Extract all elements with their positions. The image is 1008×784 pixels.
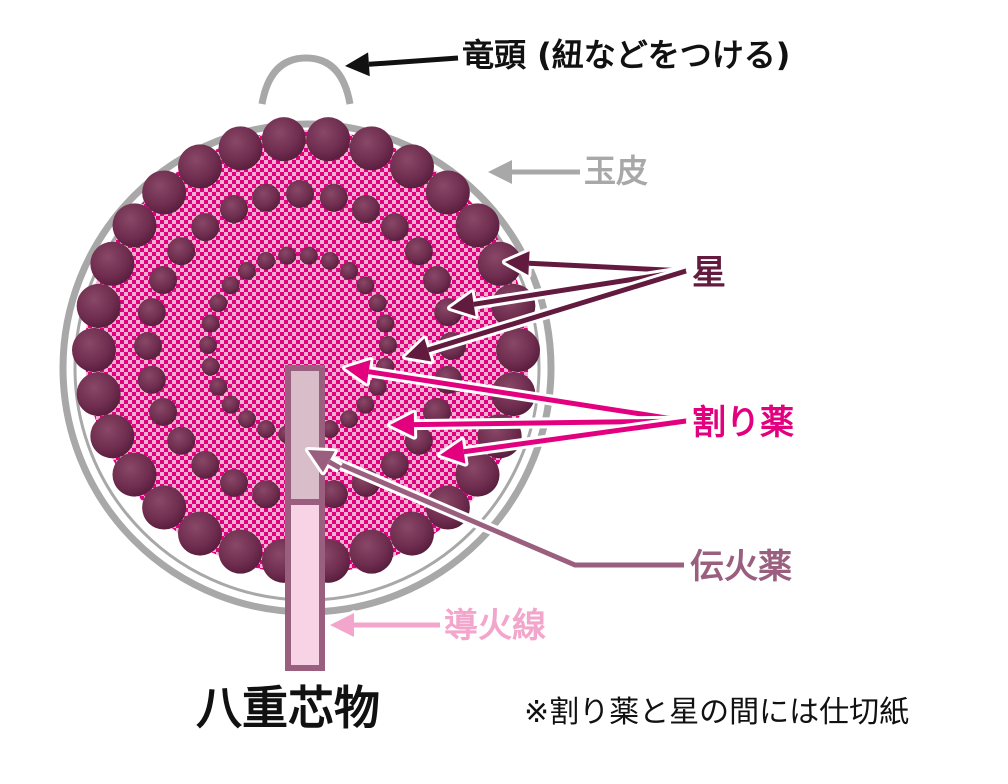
star-inner — [199, 336, 217, 354]
star-middle — [380, 450, 409, 479]
star-inner — [221, 395, 240, 414]
diagram-title: 八重芯物 — [196, 681, 380, 735]
star-outer — [178, 144, 222, 189]
transfer-charge-core — [285, 365, 325, 505]
star-outer — [261, 117, 306, 162]
star-inner — [379, 336, 397, 354]
star-inner — [320, 420, 339, 439]
arrow-warigusuri-1 — [342, 356, 687, 427]
label-warigusuri: 割り薬 — [692, 403, 794, 443]
star-middle — [319, 183, 348, 212]
star-middle — [252, 183, 281, 212]
star-middle — [167, 237, 196, 266]
star-inner — [376, 314, 395, 333]
star-middle — [220, 195, 249, 224]
star-inner — [340, 261, 359, 280]
star-outer — [390, 144, 434, 189]
star-middle — [286, 180, 314, 208]
star-middle — [149, 397, 178, 426]
star-outer — [349, 529, 394, 574]
star-middle — [319, 480, 348, 509]
star-outer — [349, 126, 394, 171]
star-outer — [76, 372, 121, 417]
star-middle — [149, 266, 178, 295]
star-inner — [278, 246, 297, 265]
star-outer — [218, 529, 263, 574]
star-middle — [167, 426, 196, 455]
star-outer — [90, 414, 135, 459]
star-inner — [209, 294, 228, 313]
star-outer — [142, 170, 187, 215]
star-outer — [477, 241, 522, 286]
star-inner — [237, 410, 256, 429]
star-inner — [299, 246, 318, 265]
star-inner — [237, 261, 256, 280]
star-middle — [137, 365, 166, 394]
arrow-dokasen — [327, 610, 440, 640]
arrow-denkayaku-head — [305, 447, 343, 476]
star-inner — [221, 276, 240, 295]
star-inner — [320, 251, 339, 270]
star-inner — [209, 377, 228, 396]
star-inner — [356, 395, 375, 414]
star-outer — [76, 283, 121, 328]
arrow-ryuzu — [342, 49, 459, 80]
star-inner — [257, 251, 276, 270]
star-middle — [422, 266, 451, 295]
star-middle — [380, 213, 409, 242]
star-middle — [191, 450, 220, 479]
star-middle — [191, 213, 220, 242]
label-ryuzu: 竜頭 (紐などをつける) — [462, 36, 790, 74]
arrow-hoshi-inner — [402, 265, 688, 365]
star-outer — [142, 485, 187, 530]
star-outer — [112, 452, 157, 497]
arrow-tamakawa — [485, 157, 580, 187]
star-middle — [351, 195, 380, 224]
arrow-warigusuri-3 — [437, 415, 687, 467]
star-outer — [306, 117, 351, 162]
star-outer — [425, 170, 470, 215]
star-outer — [112, 203, 157, 248]
arrows-group — [305, 49, 688, 640]
note: ※割り薬と星の間には仕切紙 — [524, 695, 909, 730]
arrow-warigusuri-2 — [387, 409, 687, 440]
ryuzu-loop — [258, 54, 354, 105]
stars-group — [72, 117, 540, 583]
star-inner — [368, 377, 387, 396]
star-inner — [201, 314, 220, 333]
label-dokasen: 導火線 — [444, 606, 546, 646]
star-outer — [455, 203, 500, 248]
star-outer — [390, 511, 434, 556]
label-tamakawa: 玉皮 — [584, 152, 648, 190]
fuse — [285, 499, 325, 671]
star-inner — [257, 420, 276, 439]
star-outer — [90, 241, 135, 286]
star-outer — [72, 328, 116, 372]
star-middle — [137, 298, 166, 327]
star-outer — [218, 126, 263, 171]
star-inner — [201, 357, 220, 376]
label-hoshi: 星 — [692, 253, 726, 293]
star-inner — [368, 294, 387, 313]
star-middle — [134, 332, 162, 360]
star-middle — [404, 237, 433, 266]
star-middle — [252, 480, 281, 509]
label-denkayaku: 伝火薬 — [690, 547, 792, 587]
arrow-denkayaku — [327, 454, 684, 571]
star-inner — [356, 276, 375, 295]
star-outer — [496, 328, 540, 372]
star-inner — [340, 410, 359, 429]
star-outer — [178, 511, 222, 556]
star-middle — [220, 468, 249, 497]
